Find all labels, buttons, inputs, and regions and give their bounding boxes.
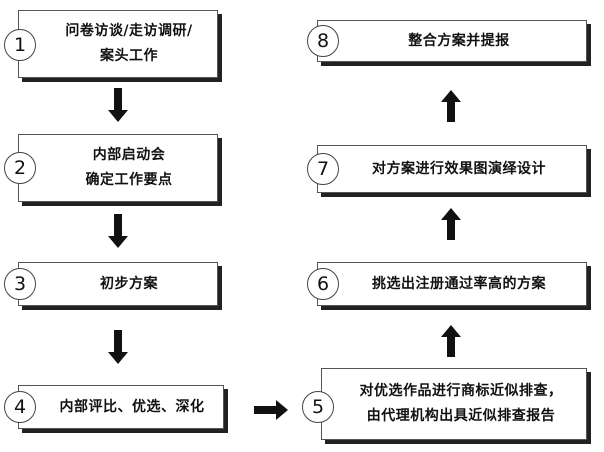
arrow-up-7-8 (441, 90, 461, 122)
step-7-box: 对方案进行效果图演绎设计 (317, 145, 587, 193)
step-8-number: 8 (307, 25, 339, 57)
step-4-number: 4 (4, 391, 36, 423)
step-4-line-1: 内部评比、优选、深化 (59, 398, 205, 415)
arrow-down-3-4 (108, 330, 128, 364)
step-6-line-1: 挑选出注册通过率高的方案 (372, 275, 546, 292)
step-4-label: 内部评比、优选、深化 (49, 386, 215, 428)
step-1-line-1: 问卷访谈/走访调研/ (65, 23, 193, 39)
step-6-number: 6 (307, 268, 339, 300)
step-3-label: 初步方案 (49, 263, 209, 305)
step-1-box: 问卷访谈/走访调研/ 案头工作 (18, 10, 218, 78)
step-2-label: 内部启动会 确定工作要点 (49, 135, 209, 201)
step-4-box: 内部评比、优选、深化 (18, 385, 224, 429)
step-7-line-1: 对方案进行效果图演绎设计 (372, 160, 546, 177)
step-7-number: 7 (307, 153, 339, 185)
step-1-label: 问卷访谈/走访调研/ 案头工作 (49, 11, 209, 77)
step-6-label: 挑选出注册通过率高的方案 (340, 263, 578, 305)
step-2-number: 2 (4, 152, 36, 184)
step-3-number: 3 (4, 268, 36, 300)
step-1-line-2: 案头工作 (100, 48, 158, 64)
arrow-up-6-7 (441, 208, 461, 240)
step-3-line-1: 初步方案 (100, 275, 158, 292)
step-1-number: 1 (4, 29, 36, 61)
arrow-up-5-6 (441, 325, 461, 357)
step-8-line-1: 整合方案并提报 (408, 32, 510, 49)
step-2-box: 内部启动会 确定工作要点 (18, 134, 218, 202)
arrow-down-2-3 (108, 214, 128, 248)
step-5-line-2: 由代理机构出具近似排查报告 (366, 408, 556, 424)
step-2-line-2: 确定工作要点 (85, 172, 173, 188)
step-5-box: 对优选作品进行商标近似排查， 由代理机构出具近似排查报告 (321, 368, 587, 440)
step-2-line-1: 内部启动会 (92, 147, 166, 163)
step-5-label: 对优选作品进行商标近似排查， 由代理机构出具近似排查报告 (344, 369, 578, 439)
step-5-number: 5 (302, 391, 334, 423)
arrow-down-1-2 (108, 88, 128, 122)
step-7-label: 对方案进行效果图演绎设计 (340, 146, 578, 192)
step-5-line-1: 对优选作品进行商标近似排查， (359, 383, 563, 399)
arrow-right-4-5 (254, 400, 288, 420)
step-6-box: 挑选出注册通过率高的方案 (317, 262, 587, 306)
step-8-label: 整合方案并提报 (340, 21, 578, 61)
step-8-box: 整合方案并提报 (317, 20, 587, 62)
step-3-box: 初步方案 (18, 262, 218, 306)
